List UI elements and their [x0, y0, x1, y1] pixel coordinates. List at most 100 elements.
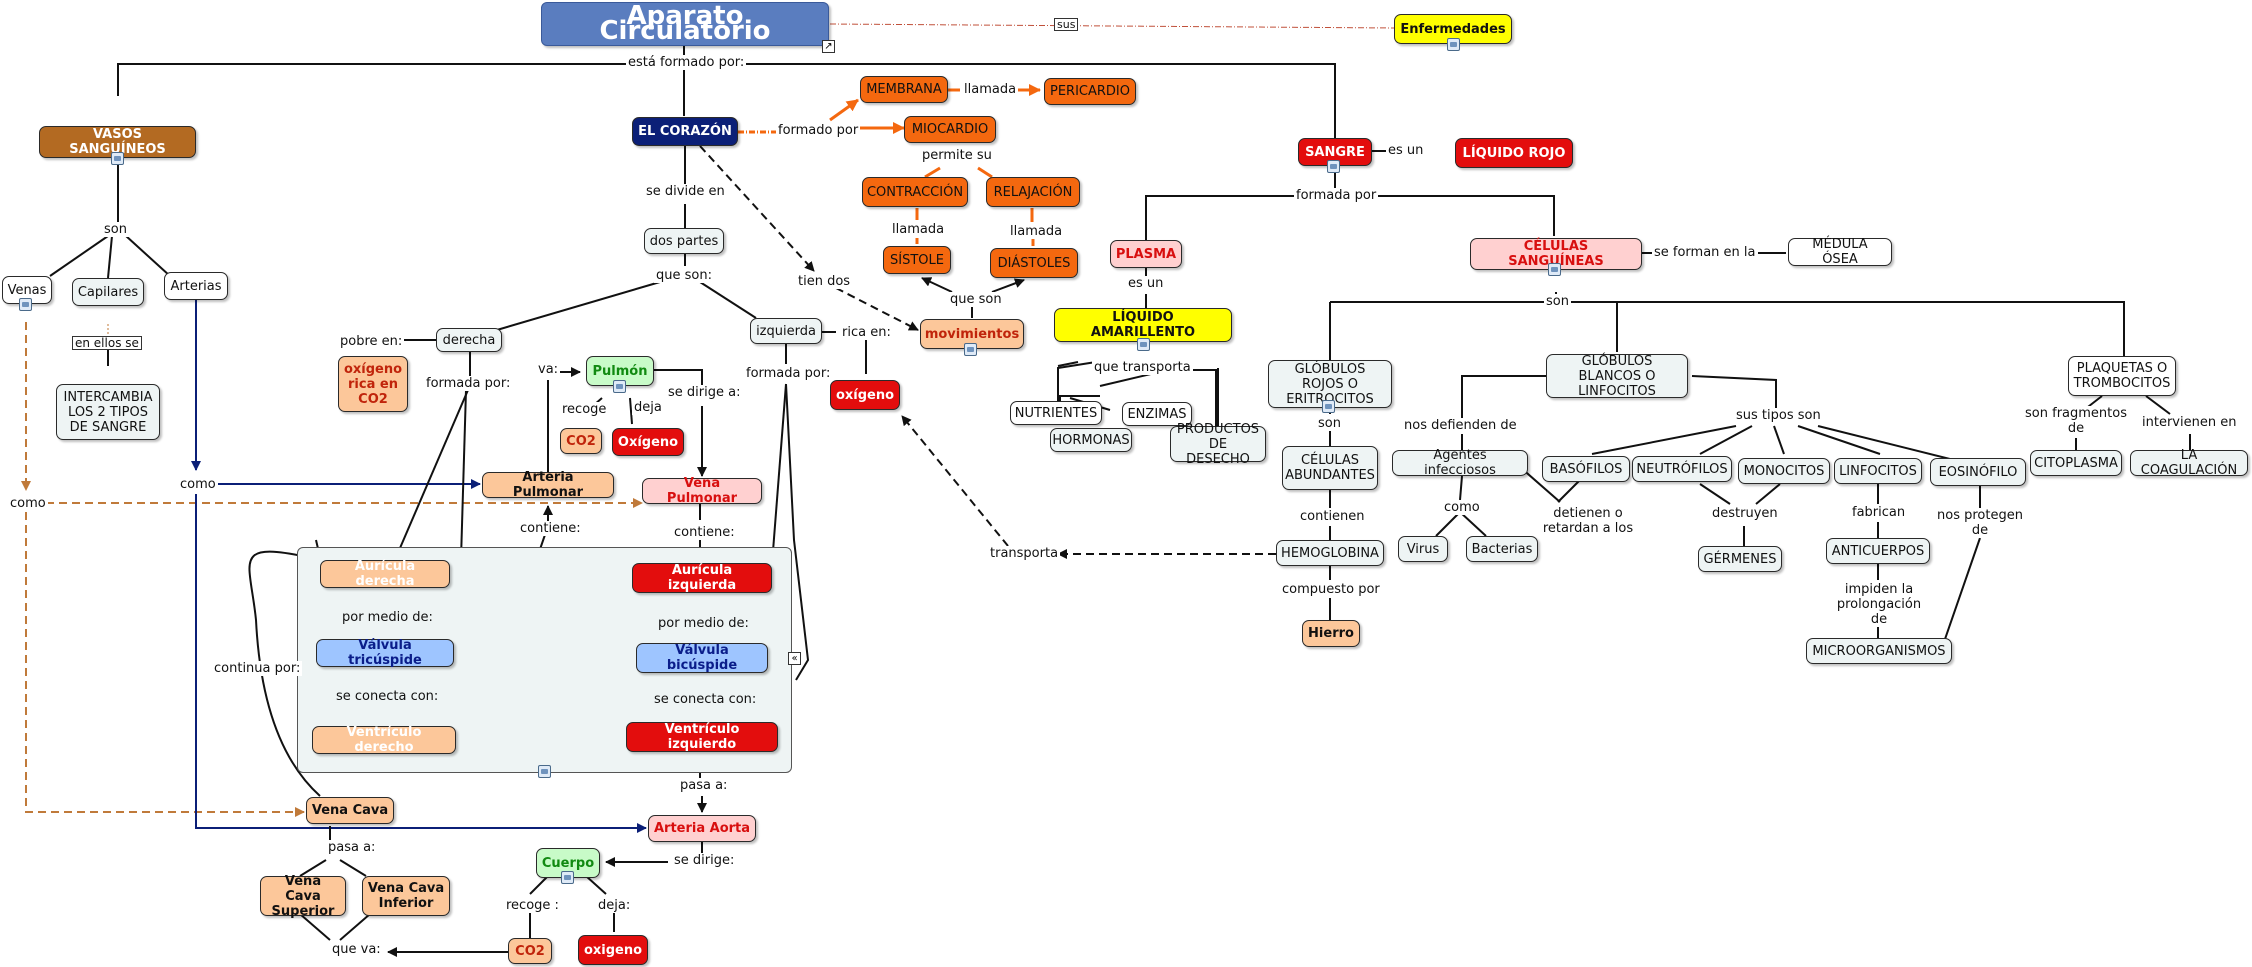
node-vena-cava-inferior[interactable]: Vena Cava Inferior	[362, 876, 450, 916]
link-label-por-medio-a: por medio de:	[340, 610, 435, 625]
node-germenes[interactable]: GÉRMENES	[1698, 546, 1782, 572]
node-agentes-infecciosos[interactable]: Agentes infecciosos	[1392, 448, 1528, 478]
link-label-rica-en: rica en:	[840, 325, 893, 340]
node-hemoglobina[interactable]: HEMOGLOBINA	[1276, 540, 1384, 566]
node-anticuerpos[interactable]: ANTICUERPOS	[1826, 538, 1930, 564]
resource-icon[interactable]	[1447, 38, 1460, 51]
node-basofilos[interactable]: BASÓFILOS	[1542, 456, 1630, 482]
resource-icon[interactable]	[1322, 400, 1335, 413]
node-arteria-pulmonar[interactable]: Arteria Pulmonar	[482, 470, 614, 500]
resource-icon[interactable]	[111, 152, 124, 165]
node-co2-pulmon[interactable]: CO2	[560, 428, 602, 454]
node-linfocitos[interactable]: LINFOCITOS	[1834, 458, 1922, 484]
node-vena-cava[interactable]: Vena Cava	[306, 797, 394, 824]
node-co2-cuerpo[interactable]: CO2	[508, 938, 552, 964]
resource-icon[interactable]	[538, 765, 551, 778]
node-auricula-derecha[interactable]: Aurícula derecha	[320, 559, 450, 589]
link-label-se-conecta-a: se conecta con:	[334, 689, 441, 704]
node-globulos-rojos[interactable]: GLÓBULOS ROJOS O ERITROCITOS	[1268, 360, 1392, 408]
node-arteria-aorta[interactable]: Arteria Aorta	[648, 815, 756, 842]
node-microorganismos[interactable]: MICROORGANISMOS	[1806, 638, 1952, 664]
node-celulas-abundantes[interactable]: CÉLULAS ABUNDANTES	[1282, 446, 1378, 490]
node-vena-cava-superior[interactable]: Vena Cava Superior	[260, 874, 346, 919]
node-plasma[interactable]: PLASMA	[1110, 240, 1182, 268]
resource-icon[interactable]	[964, 343, 977, 356]
node-pericardio[interactable]: PERICARDIO	[1044, 78, 1136, 105]
node-valvula-tricuspide[interactable]: Válvula tricúspide	[316, 638, 454, 668]
external-link-icon[interactable]: ↗	[822, 40, 835, 53]
node-bacterias[interactable]: Bacterias	[1466, 536, 1538, 562]
link-label-sus-tipos: sus tipos son	[1734, 408, 1823, 423]
link-label-contienen: contienen	[1298, 509, 1367, 524]
node-contraccion[interactable]: CONTRACCIÓN	[862, 177, 968, 207]
link-label-llamada-b: llamada	[890, 222, 947, 237]
node-valvula-bicuspide[interactable]: Válvula bicúspide	[636, 643, 768, 673]
node-productos-desecho[interactable]: PRODUCTOS DE DESECHO	[1170, 422, 1266, 467]
node-oxigeno-pulmon[interactable]: Oxígeno	[612, 428, 684, 456]
link-label-que-son: que son:	[654, 268, 714, 283]
resource-icon[interactable]	[1327, 160, 1340, 173]
link-label-impiden: impiden la prolongación de	[1826, 582, 1932, 627]
link-label-por-medio-b: por medio de:	[656, 616, 751, 631]
resource-icon[interactable]	[561, 871, 574, 884]
resource-icon[interactable]	[1548, 263, 1561, 276]
title-node[interactable]: Aparato Circulatorio	[541, 2, 829, 46]
node-liquido-amarillento[interactable]: LÍQUIDO AMARILLENTO	[1054, 308, 1232, 342]
node-derecha[interactable]: derecha	[436, 328, 502, 352]
resource-icon[interactable]	[19, 298, 32, 311]
node-diastoles[interactable]: DIÁSTOLES	[990, 248, 1078, 278]
link-label-es-un-a: es un	[1386, 143, 1426, 158]
link-label-se-dirige-b: se dirige:	[672, 853, 737, 868]
node-el-corazon[interactable]: EL CORAZÓN	[632, 117, 738, 146]
link-label-deja-a: deja	[632, 400, 664, 415]
link-label-nos-protegen: nos protegen de	[1934, 508, 2026, 538]
node-dos-partes[interactable]: dos partes	[644, 228, 724, 254]
collapse-icon[interactable]: «	[788, 652, 801, 665]
link-label-pasa-a-a: pasa a:	[326, 840, 378, 855]
node-eosinofilo[interactable]: EOSINÓFILO	[1930, 458, 2026, 486]
node-vena-pulmonar[interactable]: Vena Pulmonar	[642, 476, 762, 506]
node-medula-osea[interactable]: MÉDULA ÓSEA	[1788, 237, 1892, 267]
node-oxigeno-cuerpo[interactable]: oxigeno	[578, 935, 648, 965]
node-miocardio[interactable]: MIOCARDIO	[904, 116, 996, 143]
node-membrana[interactable]: MEMBRANA	[860, 76, 948, 103]
node-arterias[interactable]: Arterias	[164, 272, 228, 300]
node-neutrofilos[interactable]: NEUTRÓFILOS	[1632, 456, 1732, 482]
link-label-que-va: que va:	[330, 942, 383, 957]
node-nutrientes[interactable]: NUTRIENTES	[1010, 401, 1102, 425]
node-plaquetas[interactable]: PLAQUETAS O TROMBOCITOS	[2068, 356, 2176, 396]
node-hormonas[interactable]: HORMONAS	[1050, 428, 1132, 452]
link-label-que-son-mov: que son	[948, 292, 1004, 307]
node-hierro[interactable]: Hierro	[1302, 620, 1360, 647]
node-oxigeno-rica-co2[interactable]: oxígeno rica en CO2	[338, 356, 408, 412]
node-virus[interactable]: Virus	[1398, 536, 1448, 562]
node-ventriculo-derecho[interactable]: Ventrículo derecho	[312, 725, 456, 755]
link-label-pobre-en: pobre en:	[338, 334, 405, 349]
link-label-va: va:	[536, 362, 561, 377]
node-enzimas[interactable]: ENZIMAS	[1122, 402, 1192, 426]
link-label-formada-por: formada por	[1294, 188, 1379, 203]
node-oxigeno-izquierda[interactable]: oxígeno	[830, 380, 900, 410]
node-globulos-blancos[interactable]: GLÓBULOS BLANCOS O LINFOCITOS	[1546, 354, 1688, 399]
node-intercambia[interactable]: INTERCAMBIA LOS 2 TIPOS DE SANGRE	[56, 384, 160, 440]
node-la-coagulacion[interactable]: LA COAGULACIÓN	[2130, 448, 2248, 478]
link-label-llamada-c: llamada	[1008, 224, 1065, 239]
resource-icon[interactable]	[613, 380, 626, 393]
node-citoplasma[interactable]: CITOPLASMA	[2030, 450, 2122, 476]
link-label-formada-por-i: formada por:	[744, 366, 833, 381]
node-izquierda[interactable]: izquierda	[750, 318, 822, 344]
link-label-compuesto-por: compuesto por	[1280, 582, 1382, 597]
link-label-intervienen: intervienen en	[2140, 415, 2239, 430]
node-relajacion[interactable]: RELAJACIÓN	[986, 177, 1080, 207]
link-label-que-transporta: que transporta	[1092, 360, 1193, 375]
link-label-en-ellos-se: en ellos se	[72, 336, 142, 350]
resource-icon[interactable]	[1137, 338, 1150, 351]
link-label-como-arterias: como	[178, 477, 218, 492]
link-label-recoge-b: recoge :	[504, 898, 561, 913]
node-sistole[interactable]: SÍSTOLE	[883, 246, 951, 274]
node-ventriculo-izquierdo[interactable]: Ventrículo izquierdo	[626, 722, 778, 752]
node-auricula-izquierda[interactable]: Aurícula izquierda	[632, 563, 772, 593]
node-monocitos[interactable]: MONOCITOS	[1738, 458, 1830, 484]
node-capilares[interactable]: Capilares	[72, 278, 144, 306]
node-liquido-rojo[interactable]: LÍQUIDO ROJO	[1455, 138, 1573, 168]
